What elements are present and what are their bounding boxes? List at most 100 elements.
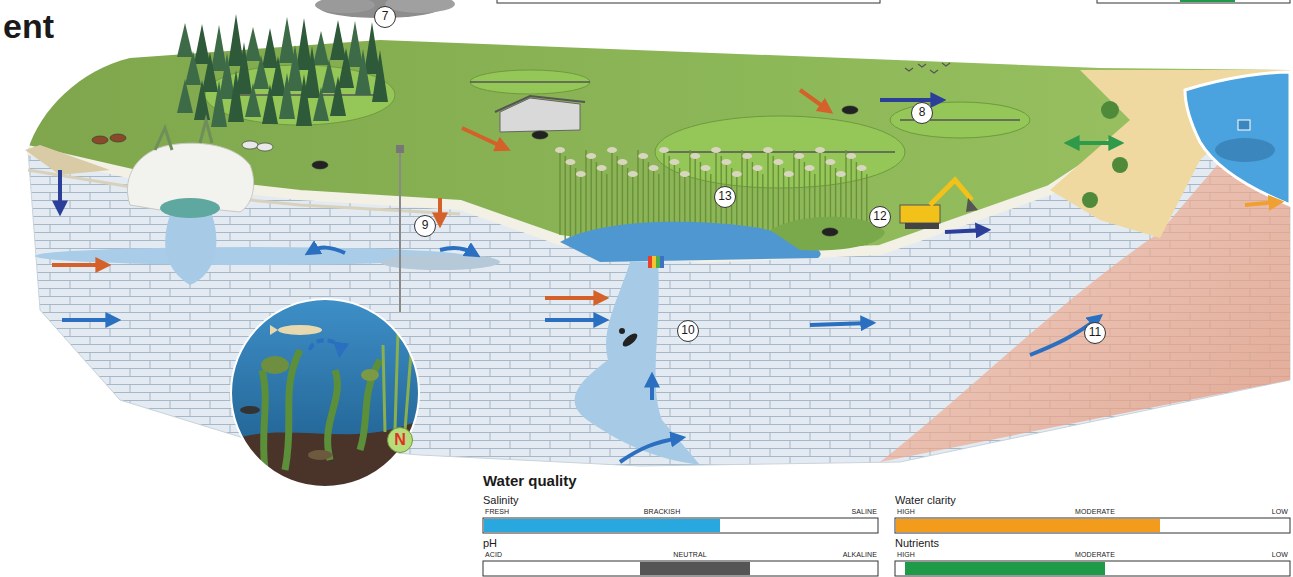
well [396, 145, 404, 312]
flow-arrows [440, 248, 475, 254]
cloud [385, 0, 455, 13]
groundwater [165, 215, 216, 285]
wetland-reeds [576, 171, 586, 177]
wetland-reeds [836, 171, 846, 177]
water-quality-bars [905, 562, 1105, 575]
flow-arrows [310, 248, 345, 253]
water-quality-bars [484, 519, 720, 532]
inset-ecology [230, 298, 420, 490]
wetland-reeds [585, 150, 586, 245]
callout-number: 7 [374, 6, 396, 28]
inset-ecology [230, 298, 420, 488]
wetland-reeds [767, 150, 768, 240]
wetland-reeds [690, 153, 700, 159]
inset-ecology [261, 356, 289, 374]
callout-number: 9 [414, 215, 436, 237]
scale-label: HIGH [897, 551, 915, 559]
wetland-reeds [570, 162, 571, 245]
diver [621, 331, 640, 349]
pine-forest [330, 76, 346, 116]
wetland-reeds [753, 165, 763, 171]
callout-number: 13 [714, 186, 736, 208]
pine-forest [253, 55, 269, 89]
inset-ecology [310, 340, 340, 352]
coast [1215, 138, 1275, 162]
wetland-reeds [732, 171, 742, 177]
wetland-reeds [597, 165, 607, 171]
birds [905, 63, 950, 73]
wetland-reeds [857, 165, 867, 171]
cropped-top-bars [497, 0, 880, 3]
pine-forest [262, 28, 278, 68]
well [399, 150, 401, 312]
scale-title: Salinity [483, 494, 518, 507]
nutrient-symbol: N [387, 427, 413, 453]
wetland [560, 217, 885, 268]
water-quality-bars [895, 561, 1290, 576]
wetland-reeds [659, 147, 669, 153]
scale-title: pH [483, 537, 497, 550]
scale-label: FRESH [485, 508, 509, 516]
sinkhole [155, 120, 212, 150]
wetland [770, 217, 885, 251]
pine-forest [279, 17, 295, 63]
dairy-shed [495, 96, 585, 112]
cloud [315, 0, 375, 13]
wetland-reeds [575, 168, 576, 235]
pine-forest [177, 23, 193, 57]
land-surface [25, 145, 110, 175]
scale-label: ALKALINE [843, 551, 877, 559]
pine-forest [321, 59, 337, 93]
inset-ecology [240, 406, 260, 414]
inset-ecology [262, 350, 380, 470]
pine-forest [194, 24, 210, 64]
wetland-reeds [701, 165, 711, 171]
flow-arrows [620, 438, 680, 462]
wetland-reeds [742, 153, 752, 159]
pine-forest [372, 50, 388, 102]
wetland-reeds [649, 165, 659, 171]
flow-arrows [52, 263, 105, 267]
flow-arrows [438, 198, 442, 222]
flow-arrows [545, 318, 603, 322]
wetland-reeds [606, 174, 607, 235]
groundwater [380, 254, 500, 270]
wetland-reeds [580, 174, 581, 240]
livestock [92, 136, 108, 144]
wetland-reeds [586, 153, 596, 159]
wetland-reeds [794, 153, 804, 159]
cropped-top-bars [497, 0, 1290, 3]
flow-arrows [62, 318, 115, 322]
wetland [648, 256, 652, 268]
page-title: ent [3, 6, 54, 46]
wetland-reeds [565, 159, 575, 165]
livestock [842, 106, 858, 114]
water-quality-bars [640, 562, 750, 575]
livestock [532, 131, 548, 139]
scale-title: Water clarity [895, 494, 956, 507]
pine-forest [194, 80, 210, 120]
livestock [312, 161, 328, 169]
excavator [900, 180, 978, 229]
wetland-reeds [628, 171, 638, 177]
sinkhole [160, 198, 220, 218]
pine-forest [211, 25, 227, 71]
inset-ecology [231, 299, 419, 487]
wetland-reeds [846, 153, 856, 159]
livestock [110, 134, 126, 142]
wetland-reeds [747, 156, 748, 235]
wetland-reeds [763, 147, 773, 153]
inset-ecology [308, 450, 332, 460]
wetland-reeds [773, 159, 783, 165]
cropped-top-bars [1097, 0, 1290, 3]
excavator [930, 180, 972, 205]
flow-arrows [650, 378, 654, 400]
livestock [242, 141, 258, 149]
pine-forest [330, 20, 346, 60]
wetland-reeds [617, 159, 627, 165]
panel-heading: Water quality [483, 472, 577, 490]
cropped-top-bars [1180, 0, 1235, 2]
pine-forest [296, 74, 312, 126]
wetland-reeds [638, 153, 648, 159]
